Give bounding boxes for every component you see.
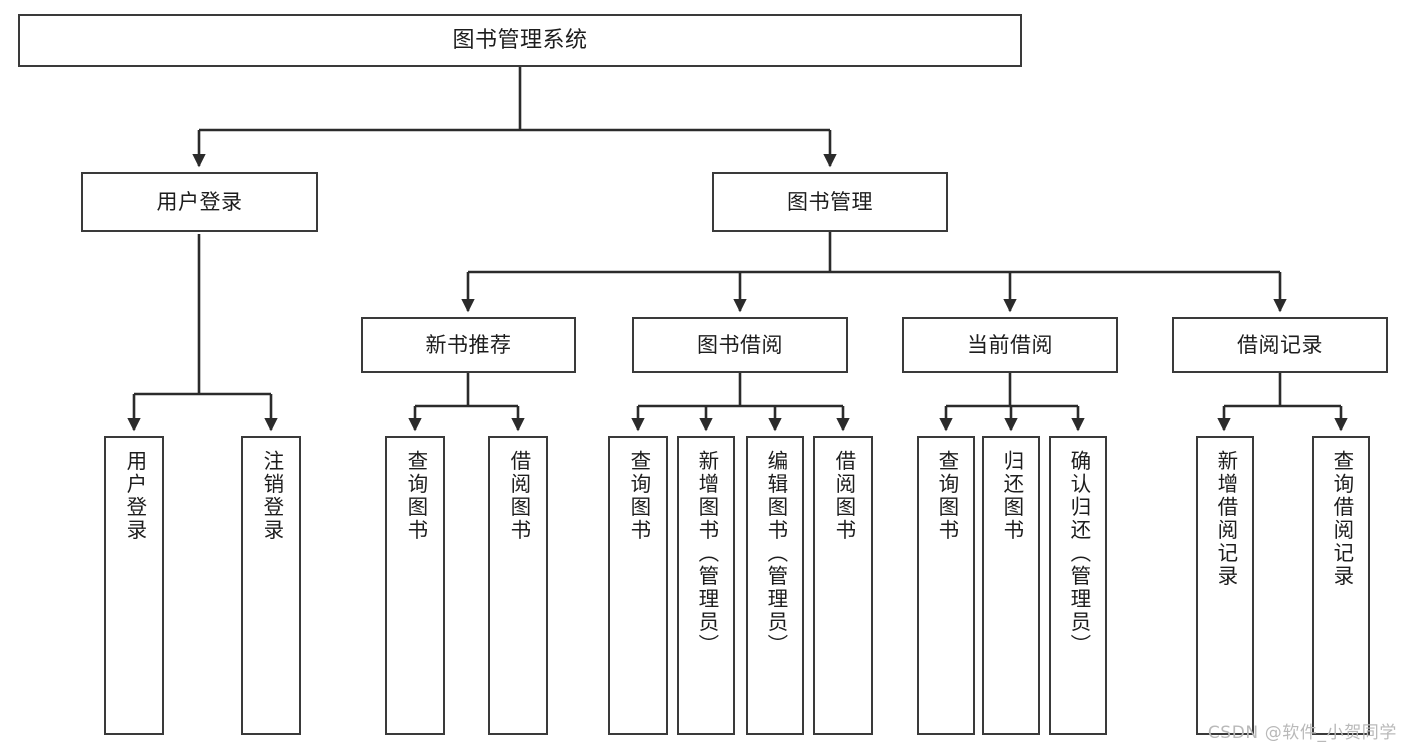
node-leaf-user-login[interactable]: 用户登录 (104, 436, 164, 735)
node-leaf-query-borrow-record[interactable]: 查询借阅记录 (1312, 436, 1370, 735)
node-leaf-borrow-book-nb[interactable]: 借阅图书 (488, 436, 548, 735)
node-leaf-logout[interactable]: 注销登录 (241, 436, 301, 735)
node-book-management[interactable]: 图书管理 (712, 172, 948, 232)
node-leaf-edit-book-admin[interactable]: 编辑图书（管理员） (746, 436, 804, 735)
node-user-login-label: 用户登录 (156, 189, 243, 214)
node-root[interactable]: 图书管理系统 (18, 14, 1022, 67)
node-leaf-query-borrow-record-label: 查询借阅记录 (1329, 450, 1354, 588)
node-leaf-add-book-admin-label: 新增图书（管理员） (694, 450, 719, 657)
node-leaf-borrow-book-nb-label: 借阅图书 (506, 450, 531, 542)
node-leaf-query-book-nb-label: 查询图书 (403, 450, 428, 542)
node-leaf-logout-label: 注销登录 (259, 450, 284, 542)
node-leaf-query-book-bb-label: 查询图书 (626, 450, 651, 542)
node-book-borrow-label: 图书借阅 (697, 332, 783, 357)
node-new-book-recommend-label: 新书推荐 (425, 332, 512, 357)
node-leaf-edit-book-admin-label: 编辑图书（管理员） (763, 450, 788, 657)
node-leaf-add-borrow-record[interactable]: 新增借阅记录 (1196, 436, 1254, 735)
node-leaf-query-book-nb[interactable]: 查询图书 (385, 436, 445, 735)
node-new-book-recommend[interactable]: 新书推荐 (361, 317, 576, 373)
node-leaf-return-book-label: 归还图书 (999, 450, 1024, 542)
node-book-borrow[interactable]: 图书借阅 (632, 317, 848, 373)
node-leaf-confirm-return-admin-label: 确认归还（管理员） (1066, 450, 1091, 657)
node-leaf-borrow-book-bb[interactable]: 借阅图书 (813, 436, 873, 735)
node-current-borrow[interactable]: 当前借阅 (902, 317, 1118, 373)
node-leaf-query-book-cb[interactable]: 查询图书 (917, 436, 975, 735)
node-root-label: 图书管理系统 (452, 27, 588, 53)
node-leaf-add-book-admin[interactable]: 新增图书（管理员） (677, 436, 735, 735)
node-leaf-confirm-return-admin[interactable]: 确认归还（管理员） (1049, 436, 1107, 735)
node-leaf-user-login-label: 用户登录 (122, 450, 147, 542)
node-borrow-record[interactable]: 借阅记录 (1172, 317, 1388, 373)
node-leaf-query-book-bb[interactable]: 查询图书 (608, 436, 668, 735)
node-book-management-label: 图书管理 (787, 189, 873, 214)
node-borrow-record-label: 借阅记录 (1237, 332, 1323, 357)
node-current-borrow-label: 当前借阅 (967, 332, 1053, 357)
node-user-login[interactable]: 用户登录 (81, 172, 318, 232)
node-leaf-return-book[interactable]: 归还图书 (982, 436, 1040, 735)
csdn-watermark: CSDN @软件_小贺同学 (1207, 723, 1397, 743)
node-leaf-query-book-cb-label: 查询图书 (934, 450, 959, 542)
node-leaf-borrow-book-bb-label: 借阅图书 (831, 450, 856, 542)
node-leaf-add-borrow-record-label: 新增借阅记录 (1213, 450, 1238, 588)
